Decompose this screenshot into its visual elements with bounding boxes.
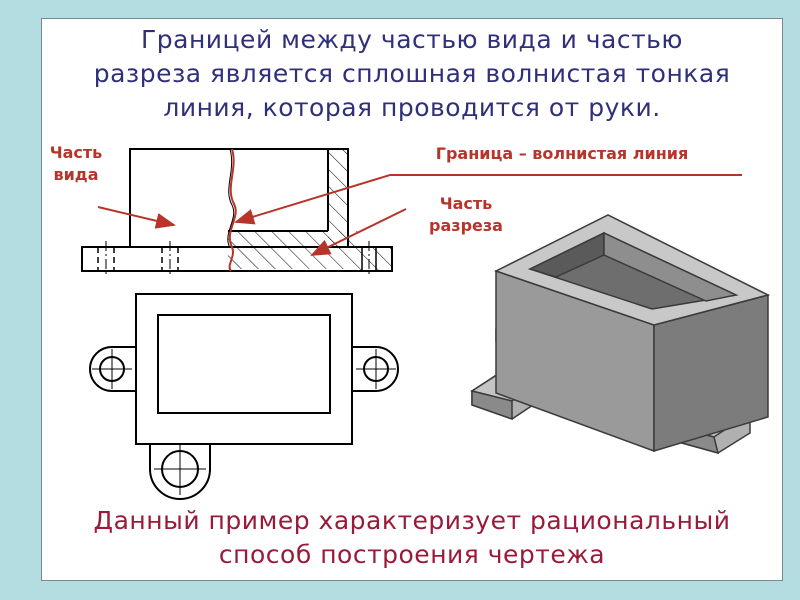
bottom-caption: Данный пример характеризует рациональный… [42,504,782,572]
label-view-line-2: вида [53,165,99,184]
label-arrows [97,174,742,256]
top-outer-rect [135,293,353,445]
section-hatch-wall [328,149,348,249]
hidden-hole-lines [97,247,179,271]
label-view-part: Часть вида [36,142,116,186]
box-outline [129,148,349,247]
label-boundary: Граница – волнистая линия [435,144,689,163]
front-view-drawing [81,148,393,277]
bottom-lug [149,444,211,500]
section-hole-lines [361,247,377,271]
label-section-line-1: Часть [439,194,493,213]
bottom-line-2: способ построения чертежа [218,540,606,569]
centre-lines [105,241,370,277]
top-inner-rect [157,314,331,414]
slide-frame: Границей между частью вида и частью разр… [41,18,783,581]
wavy-boundary-line [228,148,237,272]
base-outline [81,246,393,272]
title-line-2: разреза является сплошная волнистая тонк… [93,59,731,88]
slide-title: Границей между частью вида и частью разр… [42,23,782,125]
title-line-1: Границей между частью вида и частью [141,25,683,54]
title-line-3: линия, которая проводится от руки. [163,93,661,122]
drawing-canvas [81,148,771,500]
bottom-line-1: Данный пример характеризует рациональный [93,506,731,535]
label-view-line-1: Часть [49,143,103,162]
label-section-line-2: разреза [429,216,503,235]
right-lug [352,346,399,392]
label-section-part: Часть разреза [416,193,516,237]
section-hatch-lug [358,247,392,271]
section-hatch-base [228,231,358,269]
top-view-drawing [89,293,399,500]
isometric-model [470,214,771,455]
left-lug [89,346,136,392]
